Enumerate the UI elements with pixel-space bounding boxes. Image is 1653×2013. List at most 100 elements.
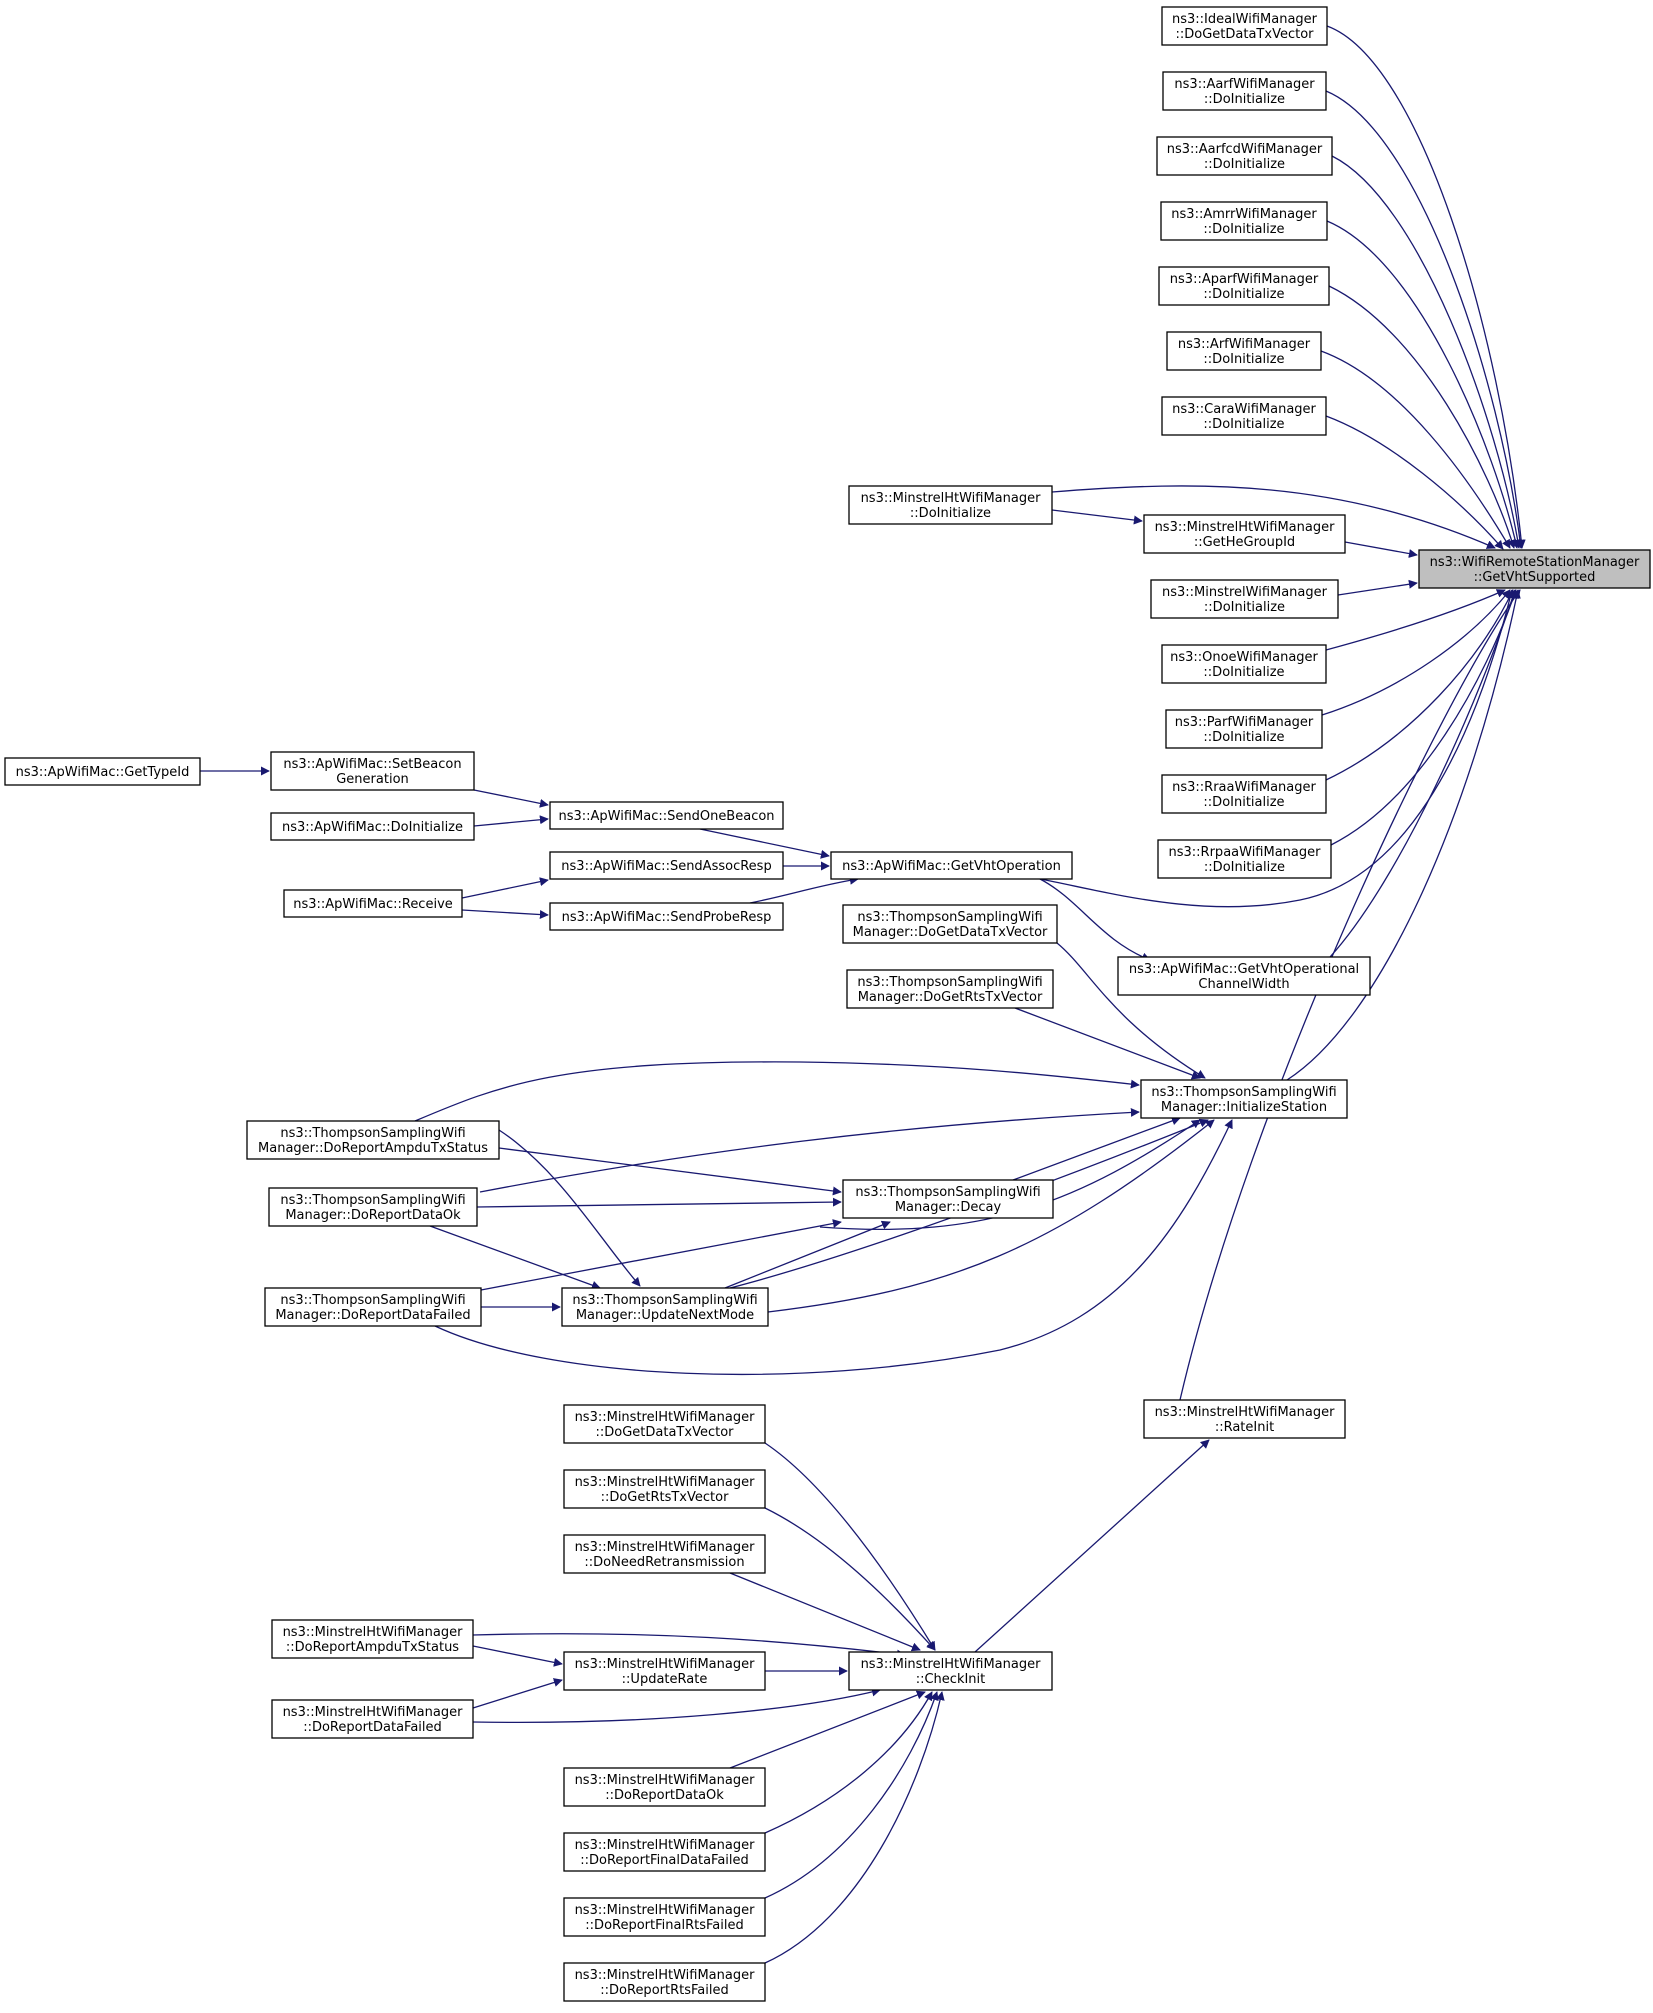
node-label: ::DoInitialize <box>1203 665 1284 680</box>
node-label: ::DoInitialize <box>1204 157 1285 172</box>
node-minstrel[interactable]: ns3::MinstrelWifiManager::DoInitialize <box>1150 579 1339 619</box>
node-root[interactable]: ns3::WifiRemoteStationManager::GetVhtSup… <box>1418 549 1651 589</box>
node-label: ns3::RraaWifiManager <box>1172 780 1316 795</box>
node-amrr[interactable]: ns3::AmrrWifiManager::DoInitialize <box>1160 201 1328 241</box>
node-label: ns3::MinstrelHtWifiManager <box>283 1625 464 1640</box>
edge-rraa-root <box>1325 589 1514 781</box>
edge-probe-vhtop <box>749 875 859 904</box>
node-arf[interactable]: ns3::ArfWifiManager::DoInitialize <box>1166 331 1322 371</box>
node-parf[interactable]: ns3::ParfWifiManager::DoInitialize <box>1165 709 1323 749</box>
node-onoe[interactable]: ns3::OnoeWifiManager::DoInitialize <box>1161 644 1327 684</box>
node-mht-update[interactable]: ns3::MinstrelHtWifiManager::UpdateRate <box>563 1651 766 1691</box>
node-mht-he[interactable]: ns3::MinstrelHtWifiManager::GetHeGroupId <box>1143 514 1346 554</box>
node-cara[interactable]: ns3::CaraWifiManager::DoInitialize <box>1161 396 1327 436</box>
node-mht-checkinit[interactable]: ns3::MinstrelHtWifiManager::CheckInit <box>848 1651 1053 1691</box>
edge-tsdecay-tsinitst <box>1012 1116 1181 1181</box>
node-label: ::DoInitialize <box>910 506 991 521</box>
edge-mhtgdata-checkinit <box>764 1442 936 1651</box>
edge-arf-root <box>1320 350 1511 549</box>
node-label: ::DoReportAmpduTxStatus <box>286 1640 459 1655</box>
node-label: ::DoGetDataTxVector <box>596 1425 735 1440</box>
edge-vhtop-vhtcw <box>1039 878 1151 962</box>
node-label: Manager::UpdateNextMode <box>576 1308 754 1323</box>
edge-checkinit-rateinit <box>974 1439 1210 1653</box>
node-mht-datafail[interactable]: ns3::MinstrelHtWifiManager::DoReportData… <box>271 1699 474 1739</box>
node-label: Manager::DoGetDataTxVector <box>853 925 1048 940</box>
node-label: ::CheckInit <box>916 1672 986 1687</box>
node-label: ::DoInitialize <box>1203 417 1284 432</box>
nodes: ns3::WifiRemoteStationManager::GetVhtSup… <box>4 6 1651 2002</box>
node-aparf[interactable]: ns3::AparfWifiManager::DoInitialize <box>1158 266 1330 306</box>
node-box <box>563 1651 766 1691</box>
node-label: ::DoInitialize <box>1204 92 1285 107</box>
node-mht-ampdu[interactable]: ns3::MinstrelHtWifiManager::DoReportAmpd… <box>271 1619 474 1659</box>
node-mht-rateinit[interactable]: ns3::MinstrelHtWifiManager::RateInit <box>1143 1399 1346 1439</box>
node-box <box>563 1534 766 1574</box>
node-ap-vhtcw[interactable]: ns3::ApWifiMac::GetVhtOperationalChannel… <box>1117 956 1371 996</box>
node-label: ::RateInit <box>1215 1420 1274 1435</box>
node-label: ::GetHeGroupId <box>1194 535 1295 550</box>
node-ts-data[interactable]: ns3::ThompsonSamplingWifiManager::DoGetD… <box>842 904 1058 944</box>
node-label: ns3::MinstrelHtWifiManager <box>575 1903 756 1918</box>
edge-aparf-root <box>1328 285 1516 549</box>
node-label: ns3::MinstrelHtWifiManager <box>575 1475 756 1490</box>
node-mht-rtsfail[interactable]: ns3::MinstrelHtWifiManager::DoReportRtsF… <box>563 1962 766 2002</box>
node-ap-typeid[interactable]: ns3::ApWifiMac::GetTypeId <box>4 757 201 786</box>
node-aarf[interactable]: ns3::AarfWifiManager::DoInitialize <box>1162 71 1327 111</box>
edge-mhtdataok-checkinit <box>729 1690 926 1769</box>
node-mht-finalrts[interactable]: ns3::MinstrelHtWifiManager::DoReportFina… <box>563 1897 766 1937</box>
node-box <box>549 801 784 830</box>
node-box <box>264 1287 482 1327</box>
node-label: ::DoInitialize <box>1203 287 1284 302</box>
edge-cara-root <box>1325 415 1504 550</box>
node-mht-dataok[interactable]: ns3::MinstrelHtWifiManager::DoReportData… <box>563 1767 766 1807</box>
node-ts-update[interactable]: ns3::ThompsonSamplingWifiManager::Update… <box>561 1287 769 1327</box>
node-mht-grts[interactable]: ns3::MinstrelHtWifiManager::DoGetRtsTxVe… <box>563 1469 766 1509</box>
node-label: ns3::ApWifiMac::SendProbeResp <box>562 910 772 925</box>
node-label: Manager::DoGetRtsTxVector <box>858 990 1043 1005</box>
edge-doinit-sendbeacon <box>473 815 549 827</box>
node-mht-retx[interactable]: ns3::MinstrelHtWifiManager::DoNeedRetran… <box>563 1534 766 1574</box>
node-label: ns3::ThompsonSamplingWifi <box>572 1293 757 1308</box>
node-box <box>4 757 201 786</box>
edge-setbeacon-sendbeacon <box>473 789 549 808</box>
node-label: ::DoNeedRetransmission <box>584 1555 744 1570</box>
node-ts-dataok[interactable]: ns3::ThompsonSamplingWifiManager::DoRepo… <box>268 1187 478 1227</box>
node-box <box>848 1651 1053 1691</box>
node-ideal[interactable]: ns3::IdealWifiManager::DoGetDataTxVector <box>1161 6 1328 46</box>
node-ts-initst[interactable]: ns3::ThompsonSamplingWifiManager::Initia… <box>1140 1079 1348 1119</box>
node-ap-vhtop[interactable]: ns3::ApWifiMac::GetVhtOperation <box>830 851 1073 880</box>
node-label: ns3::ApWifiMac::GetTypeId <box>16 765 190 780</box>
node-box <box>1166 331 1322 371</box>
edge-tsampdu-tsupdate <box>498 1129 641 1287</box>
node-box <box>270 751 475 791</box>
edge-mhtampdu-checkinit <box>472 1633 906 1659</box>
edge-tsdata-tsinitst <box>1056 942 1206 1079</box>
node-rrpaa[interactable]: ns3::RrpaaWifiManager::DoInitialize <box>1157 839 1332 879</box>
node-label: Manager::InitializeStation <box>1161 1100 1327 1115</box>
node-label: ns3::MinstrelHtWifiManager <box>575 1968 756 1983</box>
node-ts-rts[interactable]: ns3::ThompsonSamplingWifiManager::DoGetR… <box>846 969 1054 1009</box>
node-label: ns3::ThompsonSamplingWifi <box>1151 1085 1336 1100</box>
node-ap-sendbeacon[interactable]: ns3::ApWifiMac::SendOneBeacon <box>549 801 784 830</box>
node-label: ns3::ThompsonSamplingWifi <box>855 1185 1040 1200</box>
edge-sendbeacon-vhtop <box>699 828 830 859</box>
node-aarfcd[interactable]: ns3::AarfcdWifiManager::DoInitialize <box>1156 136 1333 176</box>
node-ap-receive[interactable]: ns3::ApWifiMac::Receive <box>283 889 463 918</box>
node-mht-finaldata[interactable]: ns3::MinstrelHtWifiManager::DoReportFina… <box>563 1832 766 1872</box>
node-label: ns3::MinstrelHtWifiManager <box>575 1657 756 1672</box>
node-ts-ampdu[interactable]: ns3::ThompsonSamplingWifiManager::DoRepo… <box>246 1120 500 1160</box>
node-ap-assoc[interactable]: ns3::ApWifiMac::SendAssocResp <box>549 851 784 880</box>
node-rraa[interactable]: ns3::RraaWifiManager::DoInitialize <box>1161 774 1327 814</box>
node-ap-probe[interactable]: ns3::ApWifiMac::SendProbeResp <box>549 902 784 931</box>
node-box <box>283 889 463 918</box>
node-label: ns3::CaraWifiManager <box>1172 402 1316 417</box>
edge-vhtcw-root <box>1329 589 1517 958</box>
node-mht-gdata[interactable]: ns3::MinstrelHtWifiManager::DoGetDataTxV… <box>563 1404 766 1444</box>
node-mht-init[interactable]: ns3::MinstrelHtWifiManager::DoInitialize <box>848 485 1053 525</box>
node-label: ns3::ApWifiMac::SetBeacon <box>283 757 461 772</box>
node-ap-doinit[interactable]: ns3::ApWifiMac::DoInitialize <box>270 812 475 841</box>
node-ts-datafail[interactable]: ns3::ThompsonSamplingWifiManager::DoRepo… <box>264 1287 482 1327</box>
